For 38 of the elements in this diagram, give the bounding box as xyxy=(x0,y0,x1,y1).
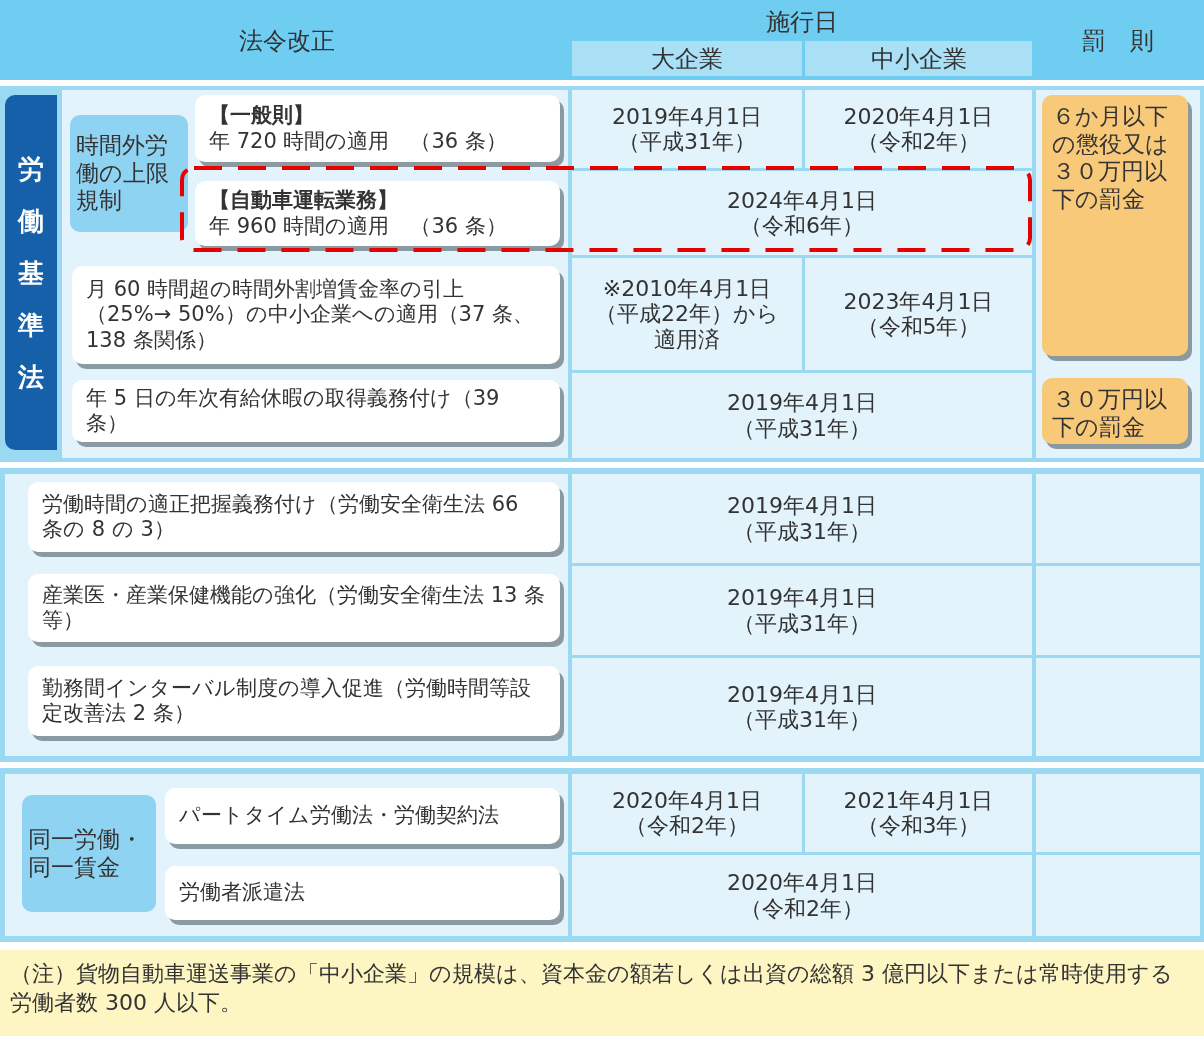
box-text: 勤務間インターバル制度の導入促進（労働時間等設定改善法 2 条） xyxy=(42,675,532,727)
effective-date: 2019年4月1日（平成31年） xyxy=(726,681,878,733)
header-label: 中小企業 xyxy=(870,43,967,75)
box-text: 労働時間の適正把握義務付け（労働安全衛生法 66 条の 8 の 3） xyxy=(42,491,520,543)
box-text: 時間外労働の上限規制 xyxy=(76,132,170,215)
box-text: （注）貨物自動車運送事業の「中小企業」の規模は、資本金の額若しくは出資の総額 3 億円以下または常時使用する労働者数 300 人以下。 xyxy=(10,960,1174,1017)
category-tab xyxy=(70,115,188,232)
card-heading: 【自動車運転業務】 xyxy=(209,188,399,214)
effective-date: 2020年4月1日（令和2年） xyxy=(611,787,763,839)
card-text: 年 720 時間の適用 （36 条） xyxy=(209,128,508,154)
effective-date: 2019年4月1日（平成31年） xyxy=(611,103,763,155)
card-text: 年 960 時間の適用 （36 条） xyxy=(209,213,508,239)
box-text: 同一労働・同一賃金 xyxy=(28,825,144,882)
effective-date: 2019年4月1日（平成31年） xyxy=(726,585,878,636)
header-label: 罰 則 xyxy=(1082,25,1154,57)
box-text: 年 5 日の年次有給休暇の取得義務付け（39 条） xyxy=(86,385,501,437)
header-label: 大企業 xyxy=(651,43,723,75)
effective-date: 2024年4月1日（令和6年） xyxy=(726,187,878,239)
box-text: ６か月以下の懲役又は３０万円以下の罰金 xyxy=(1052,103,1170,214)
card-heading: 【一般則】 xyxy=(209,103,315,129)
note-band xyxy=(0,950,1204,1036)
effective-date: 2020年4月1日（令和2年） xyxy=(726,870,878,921)
box-text: 産業医・産業保健機能の強化（労働安全衛生法 13 条等） xyxy=(42,582,546,634)
box-text: 労働基準法 xyxy=(16,152,45,394)
effective-date: ※2010年4月1日（平成22年）から適用済 xyxy=(594,276,780,352)
effective-date: 2019年4月1日（平成31年） xyxy=(726,390,878,441)
box-text: ３０万円以下の罰金 xyxy=(1052,386,1168,442)
box-text: パートタイム労働法・労働契約法 xyxy=(179,803,500,829)
effective-date: 2020年4月1日（令和2年） xyxy=(842,103,995,155)
effective-date: 2019年4月1日（平成31年） xyxy=(726,493,878,544)
category-tab xyxy=(22,795,156,912)
law-band xyxy=(5,95,57,450)
box-text: 労働者派遣法 xyxy=(179,880,306,906)
header-label: 法令改正 xyxy=(238,25,335,57)
effective-date: 2023年4月1日（令和5年） xyxy=(842,288,995,340)
box-text: 月 60 時間超の時間外割増賃金率の引上（25%→ 50%）の中小企業への適用（37 条、138 条関係） xyxy=(86,277,536,353)
effective-date: 2021年4月1日（令和3年） xyxy=(842,787,995,839)
header-label: 施行日 xyxy=(766,6,838,38)
